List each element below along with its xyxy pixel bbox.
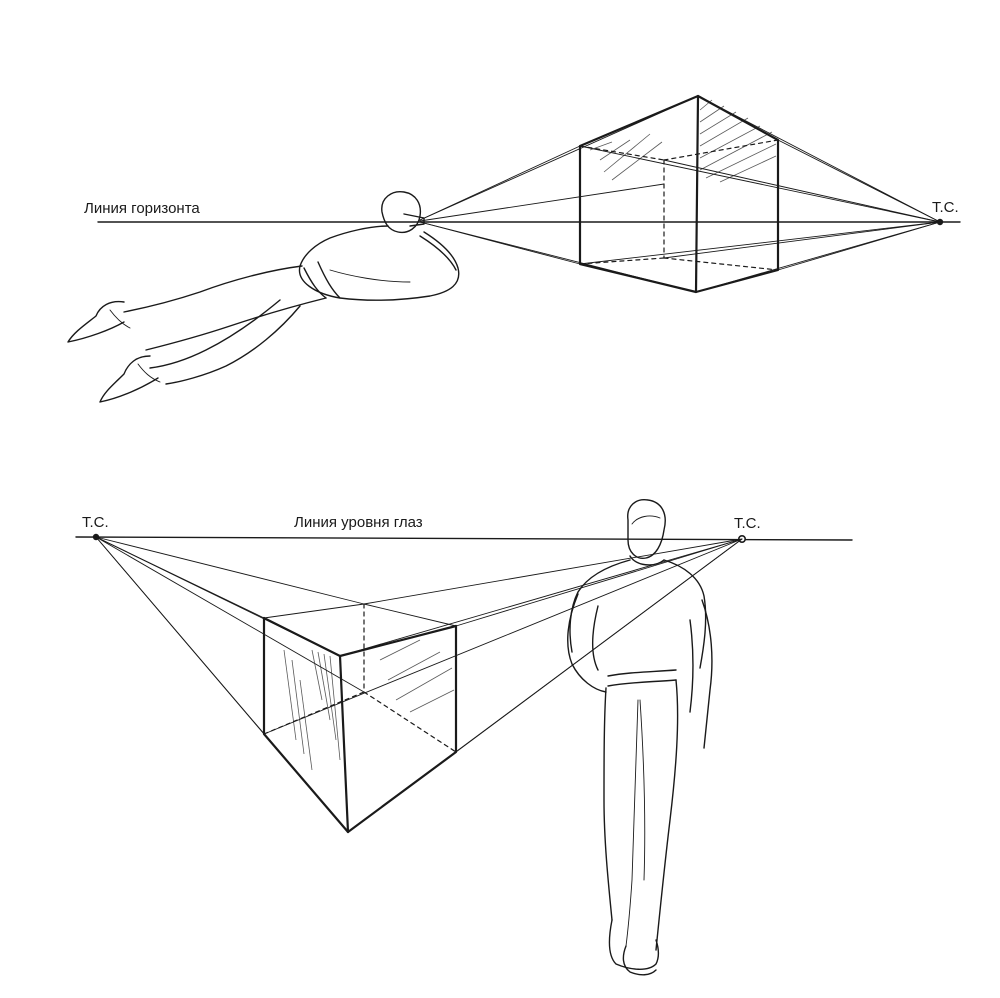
cube-top-shading: [589, 99, 777, 183]
top-scene: Линия горизонта Т.С.: [67, 94, 961, 403]
cube-bottom: [262, 603, 458, 834]
sight-rays-top: [419, 95, 699, 293]
cube-top: [578, 94, 780, 294]
horizon-label: Линия горизонта: [84, 200, 200, 217]
bottom-scene: Линия уровня глаз Т.С. Т.С.: [75, 499, 853, 976]
right-vanishing-point-label: Т.С.: [734, 515, 761, 532]
standing-man-figure: [567, 499, 713, 976]
convergence-lines-top: [579, 95, 941, 293]
vanishing-point-label: Т.С.: [932, 199, 959, 216]
convergence-lines-bottom: [95, 536, 743, 833]
eye-level-line: [75, 536, 853, 541]
lying-man-figure: [67, 191, 460, 403]
left-vanishing-point-label: Т.С.: [82, 514, 109, 531]
cube-bottom-shading: [283, 639, 455, 771]
eye-level-label: Линия уровня глаз: [294, 514, 423, 531]
